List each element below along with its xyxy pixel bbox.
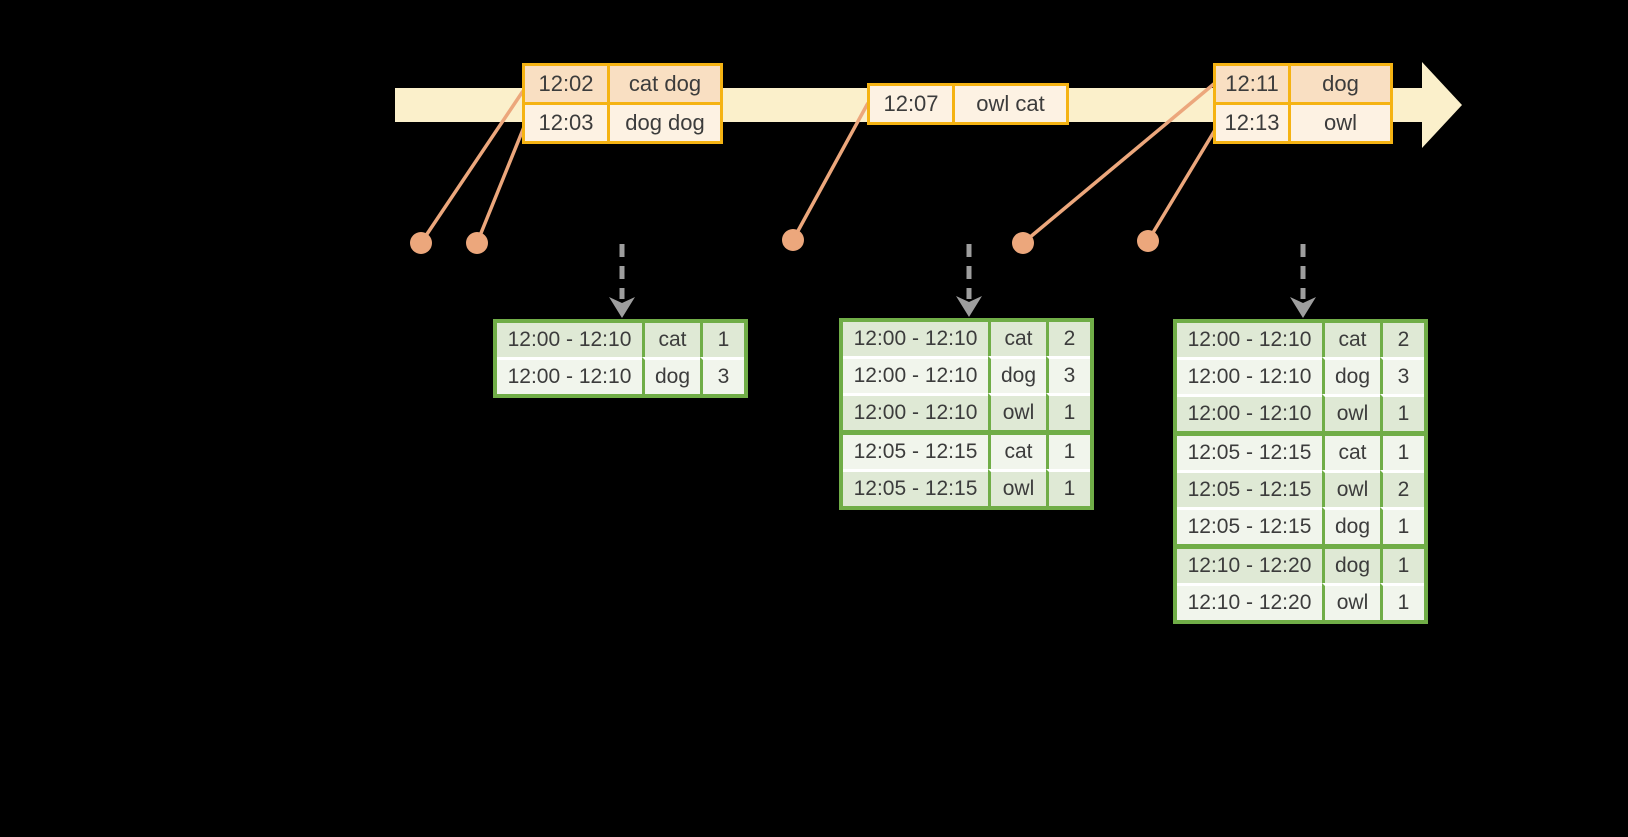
event-connector-line bbox=[419, 90, 525, 244]
window-cell: 12:00 - 12:10 bbox=[1177, 323, 1322, 357]
event-time-cell: 12:03 bbox=[525, 105, 607, 141]
count-cell: 1 bbox=[1046, 430, 1090, 469]
event-words-cell: owl cat bbox=[955, 86, 1066, 122]
window-cell: 12:00 - 12:10 bbox=[843, 356, 988, 393]
window-cell: 12:10 - 12:20 bbox=[1177, 544, 1322, 583]
event-words-cell: cat dog bbox=[610, 66, 720, 102]
count-cell: 2 bbox=[1380, 323, 1424, 357]
event-dot bbox=[782, 229, 804, 251]
count-cell: 1 bbox=[1380, 507, 1424, 544]
word-cell: cat bbox=[988, 430, 1046, 469]
word-cell: dog bbox=[1322, 357, 1380, 394]
event-time-cell: 12:07 bbox=[870, 86, 952, 122]
window-cell: 12:05 - 12:15 bbox=[1177, 431, 1322, 470]
event-words-cell: dog bbox=[1291, 66, 1390, 102]
word-cell: owl bbox=[988, 393, 1046, 430]
window-cell: 12:05 - 12:15 bbox=[1177, 507, 1322, 544]
word-cell: owl bbox=[1322, 394, 1380, 431]
window-cell: 12:10 - 12:20 bbox=[1177, 583, 1322, 620]
count-cell: 1 bbox=[1380, 431, 1424, 470]
event-time-cell: 12:11 bbox=[1216, 66, 1288, 102]
word-cell: owl bbox=[1322, 470, 1380, 507]
trigger-arrowhead-icon bbox=[609, 297, 635, 318]
word-cell: cat bbox=[1322, 323, 1380, 357]
window-cell: 12:00 - 12:10 bbox=[1177, 394, 1322, 431]
count-cell: 1 bbox=[700, 323, 744, 357]
count-cell: 3 bbox=[1380, 357, 1424, 394]
count-cell: 3 bbox=[1046, 356, 1090, 393]
event-dot bbox=[410, 232, 432, 254]
event-connector-line bbox=[791, 102, 870, 241]
event-words-cell: dog dog bbox=[610, 105, 720, 141]
event-dot bbox=[1137, 230, 1159, 252]
count-cell: 2 bbox=[1046, 322, 1090, 356]
word-cell: owl bbox=[1322, 583, 1380, 620]
timeline-arrowhead-icon bbox=[1422, 62, 1462, 148]
event-dot bbox=[466, 232, 488, 254]
count-cell: 3 bbox=[700, 357, 744, 394]
word-cell: cat bbox=[1322, 431, 1380, 470]
count-cell: 1 bbox=[1046, 393, 1090, 430]
count-cell: 1 bbox=[1380, 583, 1424, 620]
word-cell: dog bbox=[642, 357, 700, 394]
event-connector-line bbox=[475, 126, 526, 244]
window-cell: 12:05 - 12:15 bbox=[843, 469, 988, 506]
window-cell: 12:00 - 12:10 bbox=[497, 357, 642, 394]
count-cell: 1 bbox=[1380, 394, 1424, 431]
event-time-cell: 12:13 bbox=[1216, 105, 1288, 141]
window-cell: 12:05 - 12:15 bbox=[1177, 470, 1322, 507]
window-cell: 12:00 - 12:10 bbox=[497, 323, 642, 357]
word-cell: dog bbox=[1322, 544, 1380, 583]
window-cell: 12:00 - 12:10 bbox=[1177, 357, 1322, 394]
word-cell: cat bbox=[642, 323, 700, 357]
count-cell: 1 bbox=[1380, 544, 1424, 583]
trigger-arrowhead-icon bbox=[956, 296, 982, 317]
event-connector-line bbox=[1146, 129, 1217, 242]
window-cell: 12:00 - 12:10 bbox=[843, 322, 988, 356]
count-cell: 1 bbox=[1046, 469, 1090, 506]
event-time-cell: 12:02 bbox=[525, 66, 607, 102]
word-cell: dog bbox=[1322, 507, 1380, 544]
word-cell: cat bbox=[988, 322, 1046, 356]
event-connector-line bbox=[1021, 81, 1217, 245]
window-cell: 12:05 - 12:15 bbox=[843, 430, 988, 469]
event-words-cell: owl bbox=[1291, 105, 1390, 141]
window-cell: 12:00 - 12:10 bbox=[843, 393, 988, 430]
event-dot bbox=[1012, 232, 1034, 254]
word-cell: dog bbox=[988, 356, 1046, 393]
count-cell: 2 bbox=[1380, 470, 1424, 507]
word-cell: owl bbox=[988, 469, 1046, 506]
trigger-arrowhead-icon bbox=[1290, 297, 1316, 318]
